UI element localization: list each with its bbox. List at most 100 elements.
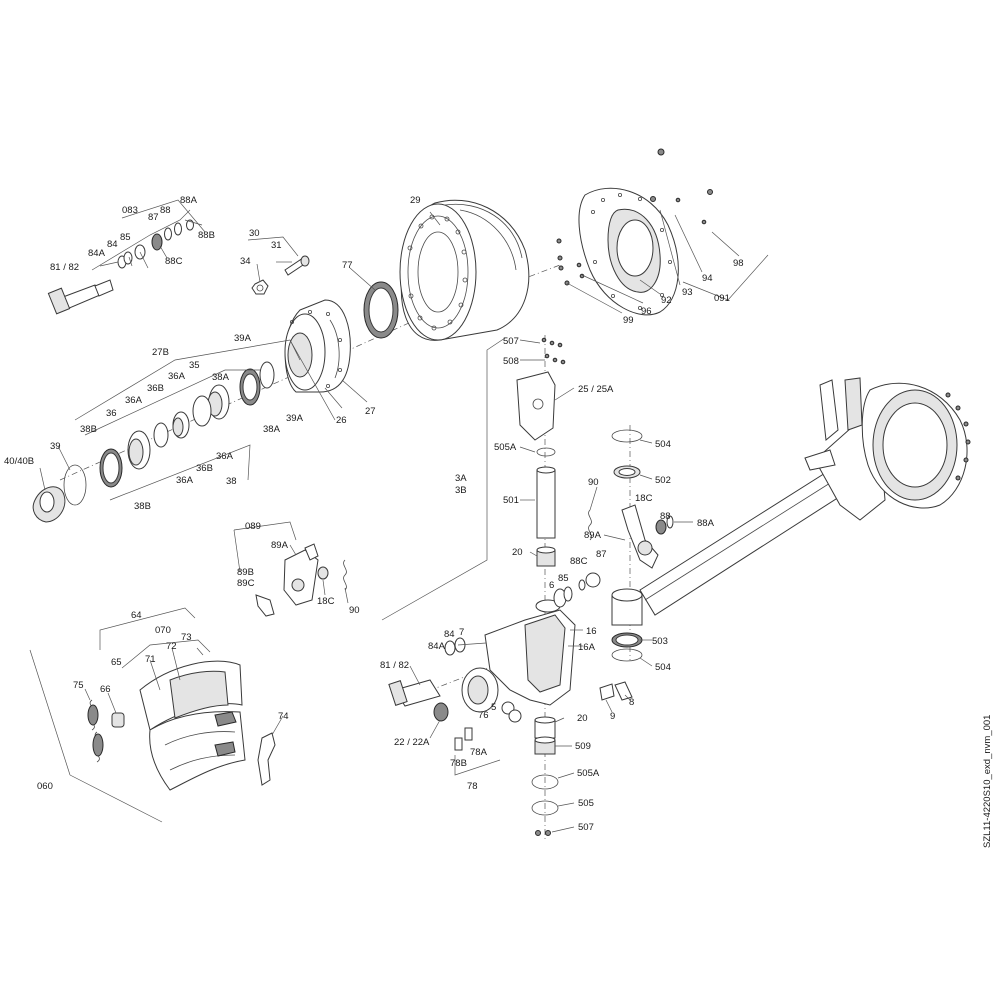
callout-20-b: 20 — [577, 713, 588, 724]
group-brackets — [29, 199, 769, 833]
callout-78: 78 — [467, 781, 478, 792]
callout-78B: 78B — [450, 758, 467, 769]
callout-503: 503 — [652, 636, 668, 647]
callout-88C-top: 88C — [165, 256, 183, 267]
callout-38: 38 — [226, 476, 237, 487]
callout-64: 64 — [131, 610, 142, 621]
callout-27B: 27B — [152, 347, 169, 358]
callout-90-b: 90 — [349, 605, 360, 616]
callout-22-22A: 22 / 22A — [394, 737, 430, 748]
callout-85-r: 85 — [558, 573, 569, 584]
callout-77: 77 — [342, 260, 353, 271]
callout-92: 92 — [661, 295, 672, 306]
callout-38A-a: 38A — [212, 372, 230, 383]
callout-39A-b: 39A — [286, 413, 304, 424]
callout-93: 93 — [682, 287, 693, 298]
callout-40-40B: 40/40B — [4, 456, 34, 467]
callout-35: 35 — [189, 360, 200, 371]
callout-65: 65 — [111, 657, 122, 668]
callout-16A: 16A — [578, 642, 596, 653]
callout-88C-r: 88C — [570, 556, 588, 567]
slack-adjuster-left — [255, 543, 347, 617]
return-springs — [87, 699, 276, 786]
callout-78A: 78A — [470, 747, 488, 758]
callout-5: 5 — [491, 702, 496, 713]
callout-509: 509 — [575, 741, 591, 752]
callout-8: 8 — [629, 697, 634, 708]
callout-89C: 89C — [237, 578, 255, 589]
callout-66: 66 — [100, 684, 111, 695]
callout-76: 76 — [478, 710, 489, 721]
callout-18C-a: 18C — [635, 493, 653, 504]
callout-88-r: 88 — [660, 511, 671, 522]
camshaft-top — [47, 219, 194, 315]
callout-505A-b: 505A — [577, 768, 600, 779]
bearing-rings — [32, 361, 275, 523]
lower-bushings — [454, 716, 559, 836]
callout-89A-l: 89A — [271, 540, 289, 551]
slack-adjuster-right — [578, 504, 674, 591]
callout-96: 96 — [641, 306, 652, 317]
assembled-axle — [639, 377, 971, 616]
steering-knuckle — [388, 586, 576, 723]
callout-31: 31 — [271, 240, 282, 251]
callout-26: 26 — [336, 415, 347, 426]
callout-84A-m: 84A — [428, 641, 446, 652]
seal-ring-77 — [363, 281, 399, 339]
callout-9: 9 — [610, 711, 615, 722]
callout-94: 94 — [702, 273, 713, 284]
callout-84A-top: 84A — [88, 248, 106, 259]
callout-083: 083 — [122, 205, 138, 216]
callout-25-25A: 25 / 25A — [578, 384, 614, 395]
callout-39A-a: 39A — [234, 333, 252, 344]
callout-88A-top: 88A — [180, 195, 198, 206]
callout-38B-b: 38B — [134, 501, 151, 512]
brake-shoes — [139, 660, 246, 791]
callout-34: 34 — [240, 256, 251, 267]
callout-74: 74 — [278, 711, 289, 722]
callout-20-a: 20 — [512, 547, 523, 558]
callout-504-top: 504 — [655, 439, 671, 450]
callout-089: 089 — [245, 521, 261, 532]
callout-84-m: 84 — [444, 629, 455, 640]
callout-30: 30 — [249, 228, 260, 239]
callout-3A: 3A — [455, 473, 467, 484]
callout-36B-a: 36B — [147, 383, 164, 394]
callout-39: 39 — [50, 441, 61, 452]
callout-36A-d: 36A — [176, 475, 194, 486]
callout-091: 091 — [714, 293, 730, 304]
callout-505A-top: 505A — [494, 442, 517, 453]
callout-36A-c: 36A — [216, 451, 234, 462]
drawing-id: SZL11-4220S10_exd_nvm_001 — [982, 715, 993, 848]
callout-labels: 083 88A 87 88 88B 84A 84 85 88C 81 / 82 … — [4, 195, 993, 848]
callout-90-a: 90 — [588, 477, 599, 488]
callout-070: 070 — [155, 625, 171, 636]
callout-38B-a: 38B — [80, 424, 97, 435]
right-bushings — [588, 429, 643, 701]
callout-98: 98 — [733, 258, 744, 269]
callout-81-82-m: 81 / 82 — [380, 660, 409, 671]
callout-89A-r: 89A — [584, 530, 602, 541]
callout-3B: 3B — [455, 485, 467, 496]
callout-36A-b: 36A — [125, 395, 143, 406]
callout-85-top: 85 — [120, 232, 131, 243]
kingpin-column — [516, 337, 566, 567]
wheel-hub — [284, 299, 351, 393]
callout-36: 36 — [106, 408, 117, 419]
callout-88-top: 88 — [160, 205, 171, 216]
callout-505-b: 505 — [578, 798, 594, 809]
callout-89B: 89B — [237, 567, 254, 578]
callout-6: 6 — [549, 580, 554, 591]
callout-504-b: 504 — [655, 662, 671, 673]
callout-72: 72 — [166, 641, 177, 652]
callout-507-top: 507 — [503, 336, 519, 347]
callout-81-82-top: 81 / 82 — [50, 262, 79, 273]
callout-36A-a: 36A — [168, 371, 186, 382]
callout-16: 16 — [586, 626, 597, 637]
wheel-bolt — [251, 255, 310, 295]
callout-502: 502 — [655, 475, 671, 486]
callout-501: 501 — [503, 495, 519, 506]
callout-060: 060 — [37, 781, 53, 792]
callout-71: 71 — [145, 654, 156, 665]
